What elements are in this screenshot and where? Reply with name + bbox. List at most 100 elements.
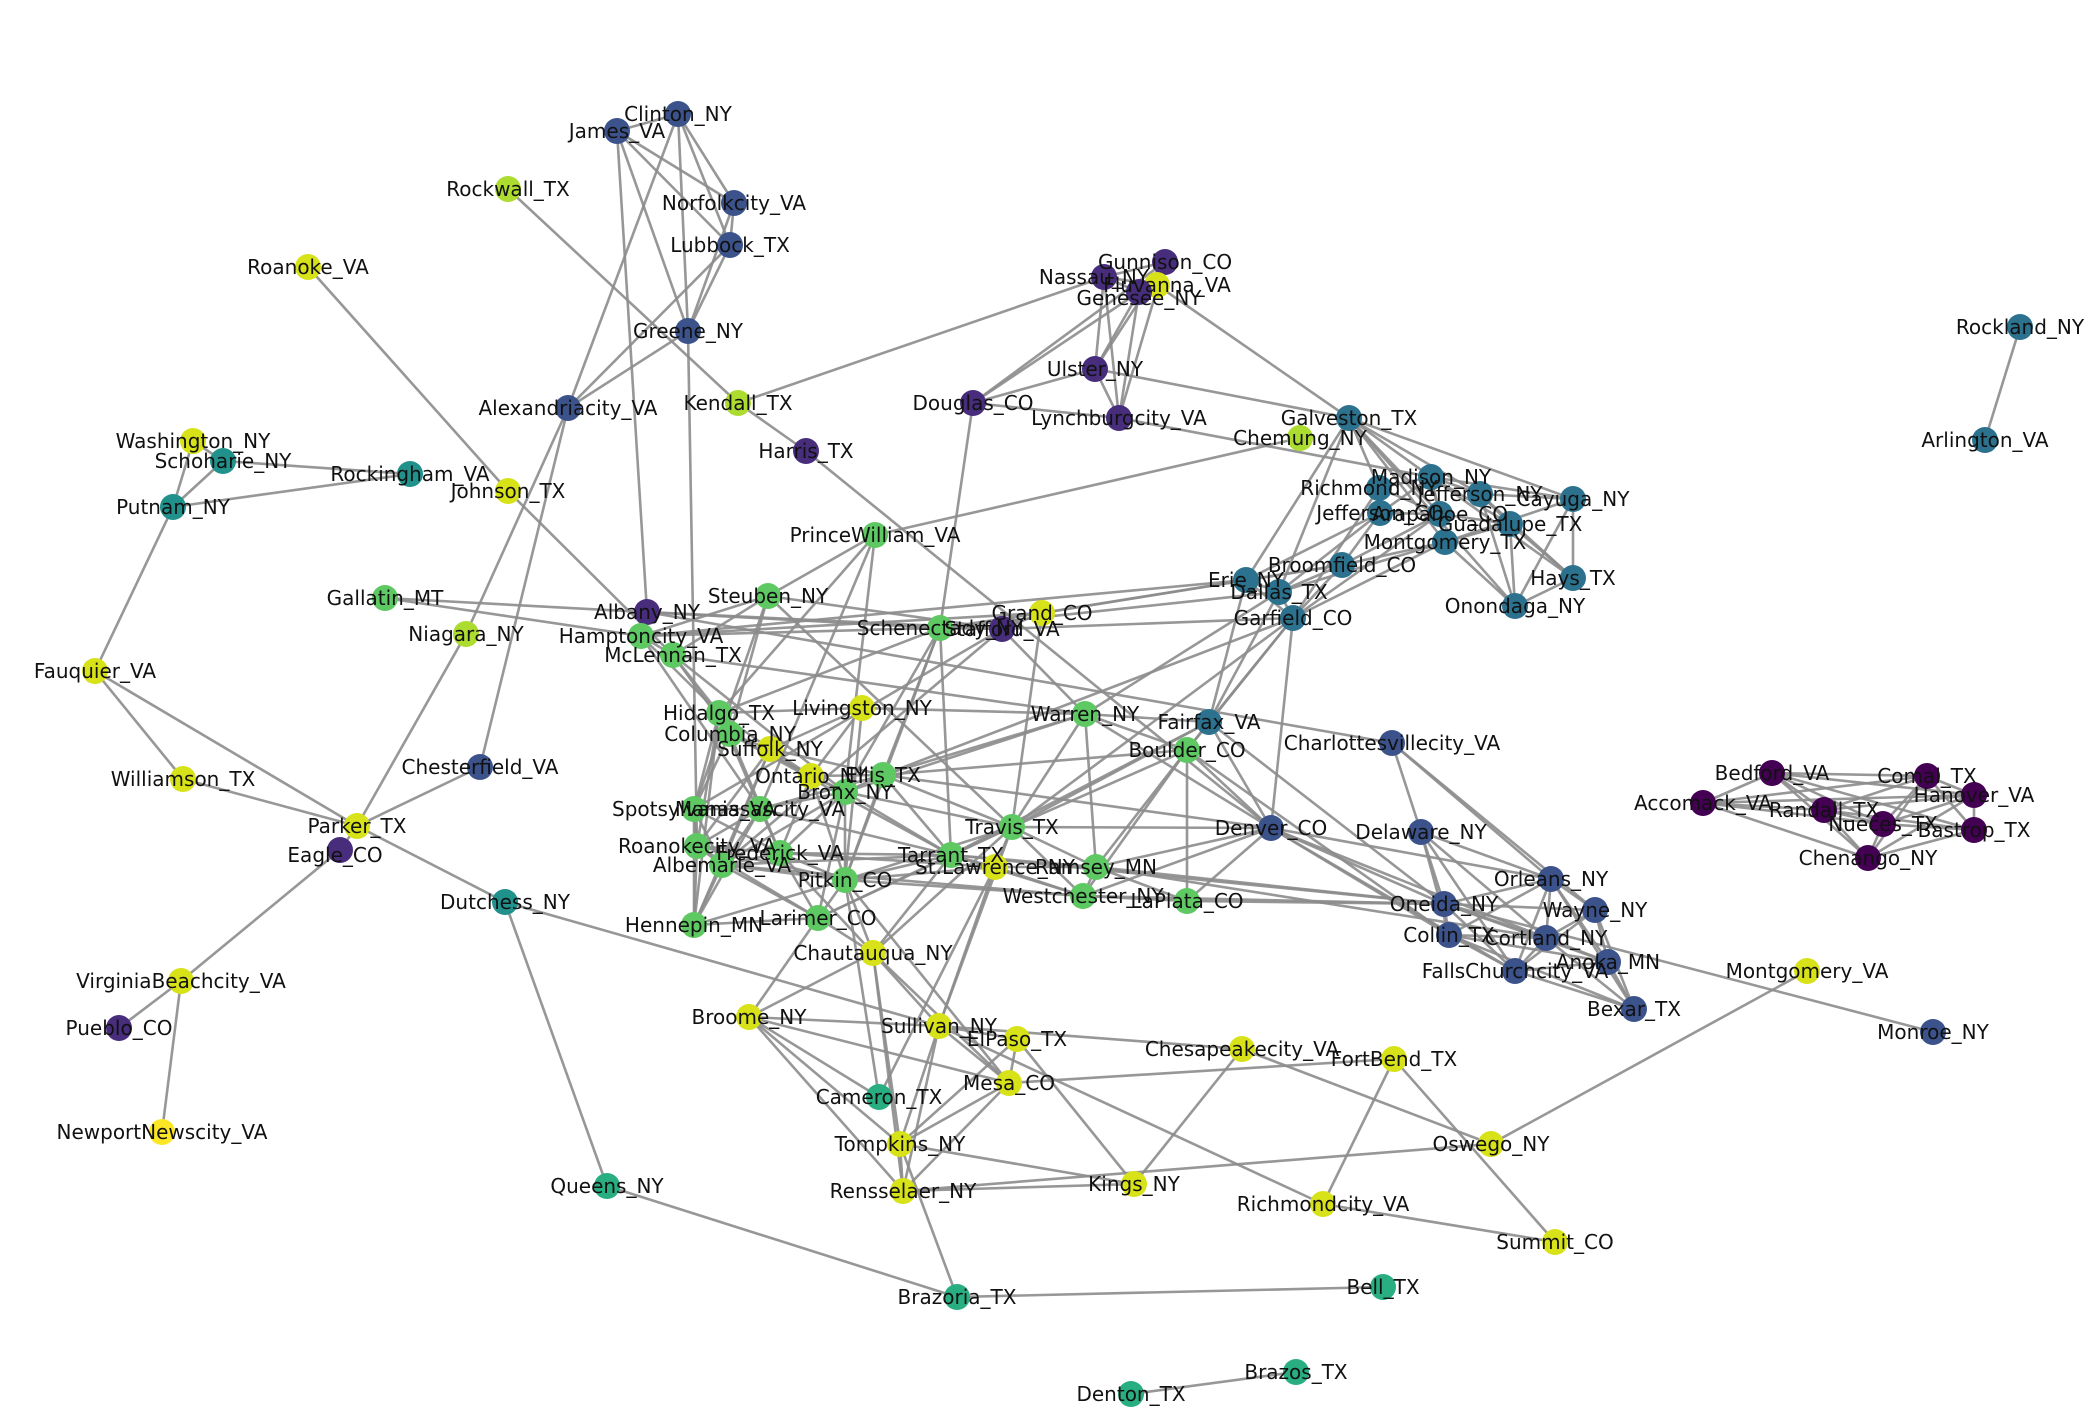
- node-onondaga-ny[interactable]: [1502, 593, 1528, 619]
- node-brazos-tx[interactable]: [1283, 1359, 1309, 1385]
- node-bedford-va[interactable]: [1759, 760, 1785, 786]
- node-schenectady-ny[interactable]: [927, 615, 953, 641]
- node-hidalgo-tx[interactable]: [706, 700, 732, 726]
- node-princewilliam-va[interactable]: [862, 522, 888, 548]
- node-montgomery-va[interactable]: [1794, 958, 1820, 984]
- node-albemarle-va[interactable]: [709, 852, 735, 878]
- node-bell-tx[interactable]: [1370, 1274, 1396, 1300]
- node-cameron-tx[interactable]: [866, 1084, 892, 1110]
- node-hennepin-mn[interactable]: [681, 912, 707, 938]
- node-grand-co[interactable]: [1029, 600, 1055, 626]
- node-jefferson-co[interactable]: [1367, 500, 1393, 526]
- node-brazoria-tx[interactable]: [944, 1284, 970, 1310]
- node-st-lawrence-ny[interactable]: [982, 854, 1008, 880]
- node-chemung-ny[interactable]: [1287, 425, 1313, 451]
- node-mesa-co[interactable]: [996, 1070, 1022, 1096]
- node-guadalupe-tx[interactable]: [1497, 511, 1523, 537]
- node-collin-tx[interactable]: [1436, 922, 1462, 948]
- node-gallatin-mt[interactable]: [372, 585, 398, 611]
- node-cayuga-ny[interactable]: [1560, 486, 1586, 512]
- node-warren-ny[interactable]: [1072, 701, 1098, 727]
- node-tarrant-tx[interactable]: [938, 842, 964, 868]
- node-putnam-ny[interactable]: [160, 494, 186, 520]
- node-wayne-ny[interactable]: [1582, 897, 1608, 923]
- node-larimer-co[interactable]: [805, 905, 831, 931]
- node-bexar-tx[interactable]: [1621, 996, 1647, 1022]
- node-columbia-ny[interactable]: [717, 721, 743, 747]
- node-fairfax-va[interactable]: [1196, 709, 1222, 735]
- node-tompkins-ny[interactable]: [887, 1131, 913, 1157]
- node-williamson-tx[interactable]: [170, 766, 196, 792]
- node-montgomery-tx[interactable]: [1432, 529, 1458, 555]
- node-virginiabeachcity-va[interactable]: [168, 968, 194, 994]
- node-dutchess-ny[interactable]: [492, 889, 518, 915]
- node-fallschurchcity-va[interactable]: [1502, 958, 1528, 984]
- node-randall-tx[interactable]: [1811, 797, 1837, 823]
- node-mclennan-tx[interactable]: [660, 642, 686, 668]
- node-nueces-tx[interactable]: [1870, 811, 1896, 837]
- node-pueblo-co[interactable]: [106, 1015, 132, 1041]
- node-cortland-ny[interactable]: [1533, 925, 1559, 951]
- node-boulder-co[interactable]: [1174, 737, 1200, 763]
- node-manassascity-va[interactable]: [747, 796, 773, 822]
- node-elpaso-tx[interactable]: [1004, 1026, 1030, 1052]
- node-albany-ny[interactable]: [634, 599, 660, 625]
- node-jefferson-ny[interactable]: [1467, 481, 1493, 507]
- node-schoharie-ny[interactable]: [210, 448, 236, 474]
- node-fortbend-tx[interactable]: [1381, 1046, 1407, 1072]
- node-kings-ny[interactable]: [1121, 1171, 1147, 1197]
- node-alexandriacity-va[interactable]: [555, 395, 581, 421]
- node-galveston-tx[interactable]: [1336, 405, 1362, 431]
- node-douglas-co[interactable]: [960, 390, 986, 416]
- node-oswego-ny[interactable]: [1478, 1131, 1504, 1157]
- node-niagara-ny[interactable]: [453, 621, 479, 647]
- node-livingston-ny[interactable]: [849, 695, 875, 721]
- node-anoka-mn[interactable]: [1595, 949, 1621, 975]
- node-roanokecity-va[interactable]: [684, 833, 710, 859]
- node-queens-ny[interactable]: [594, 1173, 620, 1199]
- node-gunnison-co[interactable]: [1152, 249, 1178, 275]
- node-dallas-tx[interactable]: [1266, 579, 1292, 605]
- node-harris-tx[interactable]: [793, 438, 819, 464]
- node-hanover-va[interactable]: [1961, 782, 1987, 808]
- node-johnson-tx[interactable]: [495, 478, 521, 504]
- node-ramsey-mn[interactable]: [1083, 854, 1109, 880]
- node-orleans-ny[interactable]: [1538, 866, 1564, 892]
- node-lubbock-tx[interactable]: [717, 232, 743, 258]
- node-erie-ny[interactable]: [1233, 567, 1259, 593]
- node-stafford-va[interactable]: [989, 616, 1015, 642]
- node-charlottesvillecity-va[interactable]: [1379, 730, 1405, 756]
- node-hamptoncity-va[interactable]: [628, 623, 654, 649]
- node-newportnewscity-va[interactable]: [149, 1119, 175, 1145]
- node-fauquier-va[interactable]: [82, 658, 108, 684]
- node-genesee-ny[interactable]: [1126, 279, 1152, 305]
- node-chenango-ny[interactable]: [1855, 845, 1881, 871]
- node-accomack-va[interactable]: [1690, 790, 1716, 816]
- node-chesapeakecity-va[interactable]: [1229, 1036, 1255, 1062]
- node-james-va[interactable]: [604, 118, 630, 144]
- node-eagle-co[interactable]: [327, 837, 353, 863]
- node-washington-ny[interactable]: [180, 428, 206, 454]
- node-roanoke-va[interactable]: [295, 254, 321, 280]
- node-westchester-ny[interactable]: [1070, 883, 1096, 909]
- node-ulster-ny[interactable]: [1082, 356, 1108, 382]
- node-chesterfield-va[interactable]: [467, 754, 493, 780]
- node-suffolk-ny[interactable]: [757, 736, 783, 762]
- node-broomfield-co[interactable]: [1329, 552, 1355, 578]
- node-nassau-ny[interactable]: [1091, 264, 1117, 290]
- node-hays-tx[interactable]: [1560, 565, 1586, 591]
- node-arapahoe-co[interactable]: [1427, 501, 1453, 527]
- node-madison-ny[interactable]: [1418, 464, 1444, 490]
- node-rensselaer-ny[interactable]: [890, 1178, 916, 1204]
- node-chautauqua-ny[interactable]: [860, 940, 886, 966]
- node-comal-tx[interactable]: [1914, 763, 1940, 789]
- node-monroe-ny[interactable]: [1920, 1019, 1946, 1045]
- node-bronx-ny[interactable]: [832, 779, 858, 805]
- node-bastrop-tx[interactable]: [1961, 817, 1987, 843]
- node-spotsylvania-va[interactable]: [681, 796, 707, 822]
- node-kendall-tx[interactable]: [725, 390, 751, 416]
- node-steuben-ny[interactable]: [755, 583, 781, 609]
- node-frederick-va[interactable]: [767, 840, 793, 866]
- node-clinton-ny[interactable]: [665, 101, 691, 127]
- node-parker-tx[interactable]: [344, 813, 370, 839]
